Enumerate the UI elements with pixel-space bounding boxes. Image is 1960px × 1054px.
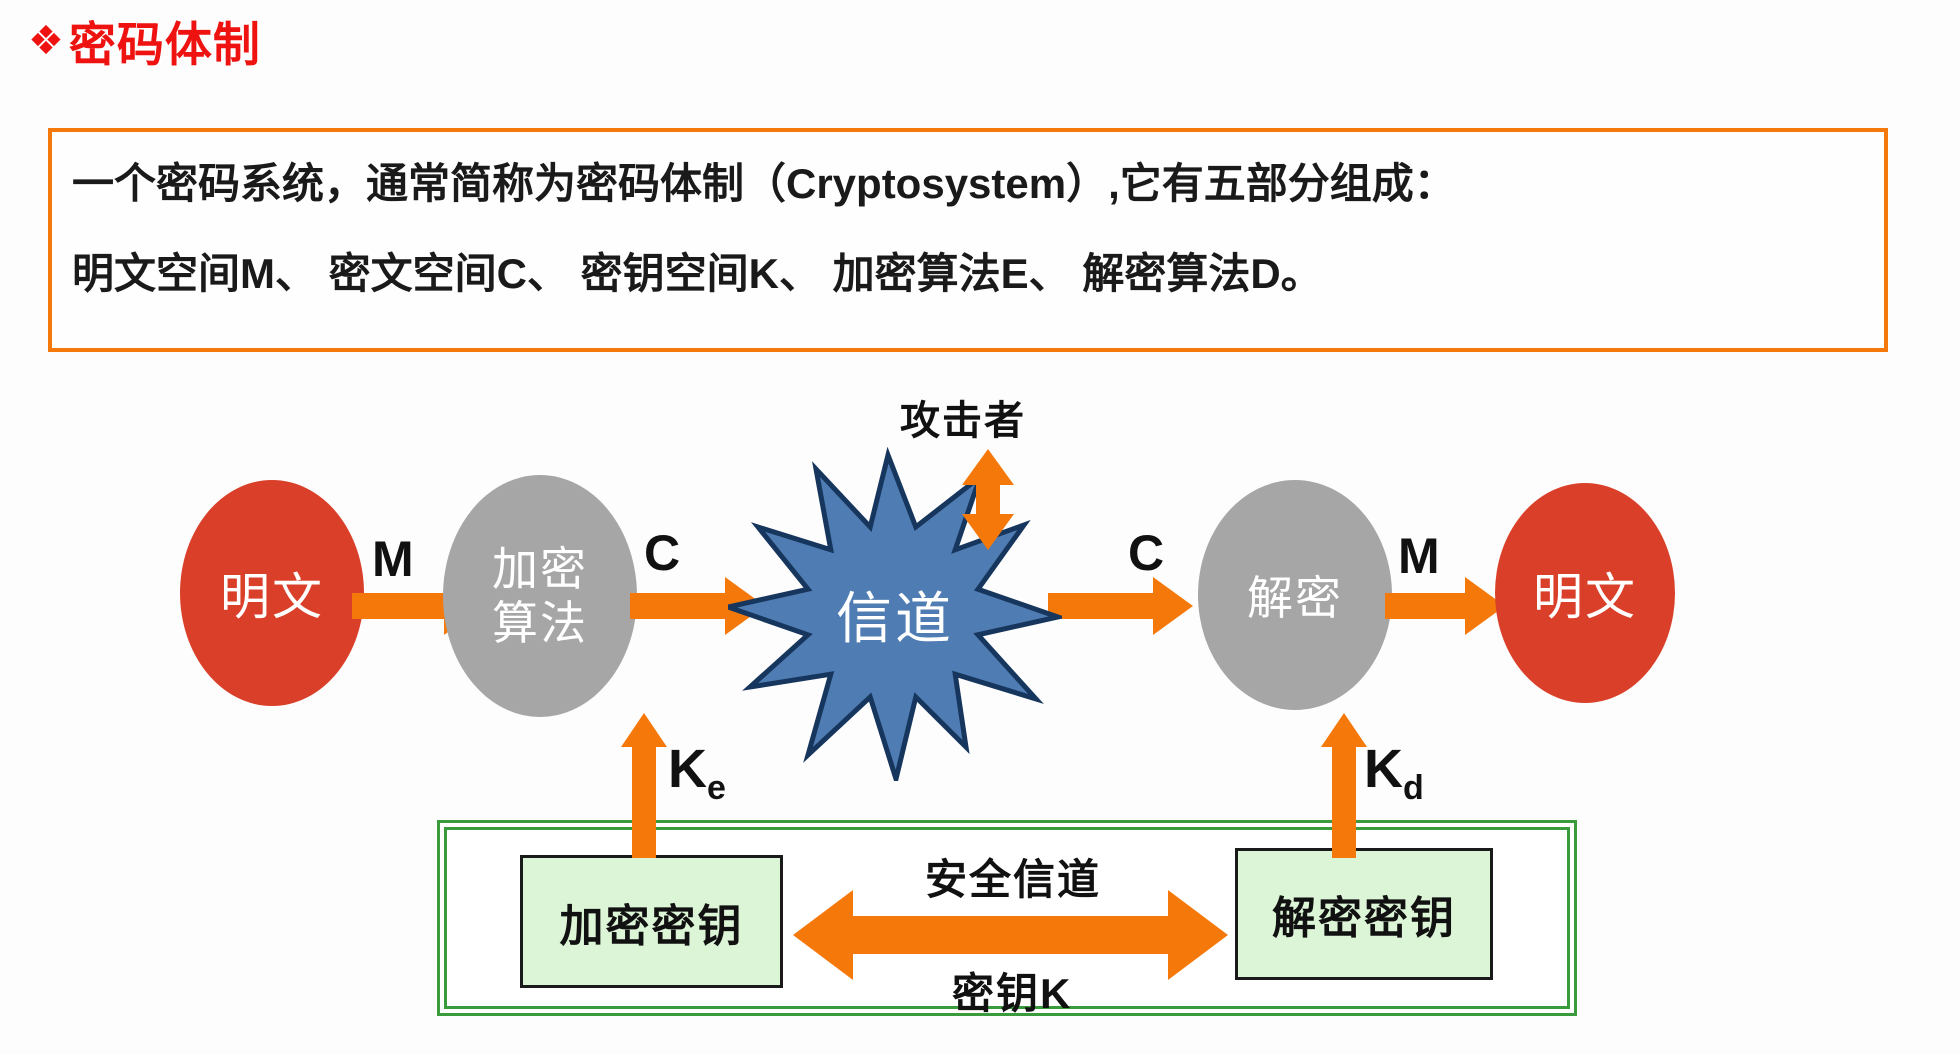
label-m-left: M [372, 531, 414, 587]
decrypt-key-box: 解密密钥 [1235, 848, 1493, 980]
node-plaintext-right: 明文 [1495, 483, 1675, 703]
attacker-label: 攻击者 [900, 399, 1026, 443]
description-line-2: 明文空间M、 密文空间C、 密钥空间K、 加密算法E、 解密算法D。 [72, 250, 1323, 297]
node-decrypt: 解密 [1198, 480, 1392, 710]
description-box: 一个密码系统，通常简称为密码体制（Cryptosystem）,它有五部分组成： … [48, 128, 1888, 352]
page-title: ❖ 密码体制 [28, 6, 261, 75]
diamond-bullet-icon: ❖ [28, 18, 65, 63]
channel-starburst-shape [718, 446, 1068, 789]
key-k-label: 密钥K [952, 970, 1073, 1017]
ke-label: Ke [668, 739, 726, 807]
channel-starburst-svg [718, 446, 1068, 789]
channel-starburst: 信道 [718, 446, 1068, 789]
page-title-text: 密码体制 [68, 18, 261, 71]
node-encrypt-algorithm: 加密 算法 [443, 475, 637, 717]
encrypt-key-label: 加密密钥 [559, 901, 744, 951]
node-plaintext-left-label: 明文 [220, 569, 324, 625]
decrypt-key-label: 解密密钥 [1272, 894, 1456, 943]
label-c-left: C [644, 525, 681, 581]
encrypt-key-box: 加密密钥 [520, 855, 783, 988]
node-decrypt-label: 解密 [1247, 572, 1343, 624]
kd-label: Kd [1364, 739, 1424, 807]
label-c-right: C [1128, 525, 1165, 581]
description-line-1: 一个密码系统，通常简称为密码体制（Cryptosystem）,它有五部分组成： [72, 160, 1456, 207]
secure-channel-label: 安全信道 [925, 856, 1102, 903]
channel-label: 信道 [836, 586, 954, 650]
node-encrypt-algorithm-label: 加密 算法 [492, 542, 588, 649]
node-plaintext-right-label: 明文 [1533, 569, 1637, 625]
node-plaintext-left: 明文 [180, 480, 364, 706]
label-m-right: M [1398, 528, 1440, 584]
